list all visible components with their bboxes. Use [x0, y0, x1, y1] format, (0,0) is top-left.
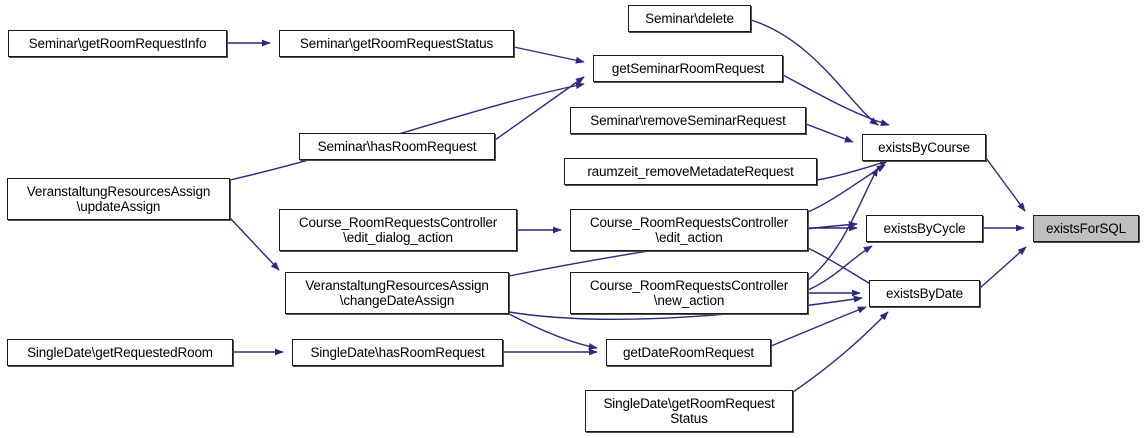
node-label: Seminar\getRoomRequestStatus	[299, 36, 494, 51]
node-crrc_new_action[interactable]: Course_RoomRequestsController \new_actio…	[570, 272, 808, 314]
node-label: Seminar\delete	[645, 11, 734, 26]
node-existsByCourse[interactable]: existsByCourse	[862, 134, 986, 161]
node-raumzeit_removeMetadateRequest[interactable]: raumzeit_removeMetadateRequest	[564, 158, 817, 185]
node-label: existsForSQL	[1046, 221, 1126, 236]
node-seminar_getRoomRequestInfo[interactable]: Seminar\getRoomRequestInfo	[8, 30, 227, 57]
node-crrc_edit_action[interactable]: Course_RoomRequestsController \edit_acti…	[570, 209, 808, 251]
node-label: VeranstaltungResourcesAssign \updateAssi…	[26, 184, 211, 214]
edge-raumzeit_removeMetadateRequest-to-existsByCourse	[816, 160, 889, 181]
node-label: SingleDate\hasRoomRequest	[310, 345, 485, 360]
node-existsByDate[interactable]: existsByDate	[869, 280, 980, 307]
node-singledate_hasRoomRequest[interactable]: SingleDate\hasRoomRequest	[292, 339, 503, 366]
node-label: Seminar\removeSeminarRequest	[590, 113, 786, 128]
node-label: Seminar\getRoomRequestInfo	[28, 36, 207, 51]
node-label: SingleDate\getRequestedRoom	[27, 345, 213, 360]
edge-existsByDate-to-existsForSQL	[979, 246, 1027, 289]
node-existsByCycle[interactable]: existsByCycle	[866, 215, 983, 242]
edge-crrc_edit_action-to-existsByDate	[807, 247, 879, 289]
node-crrc_edit_dialog_action[interactable]: Course_RoomRequestsController \edit_dial…	[279, 209, 517, 251]
node-veranstaltung_changeDateAssign[interactable]: VeranstaltungResourcesAssign \changeDate…	[285, 272, 509, 314]
node-label: getDateRoomRequest	[623, 345, 754, 360]
node-label: getSeminarRoomRequest	[611, 61, 765, 76]
edge-crrc_new_action-to-existsByCycle	[807, 245, 873, 291]
edge-veranstaltung_changeDateAssign-to-getDateRoomRequest	[508, 313, 598, 350]
node-getDateRoomRequest[interactable]: getDateRoomRequest	[606, 339, 771, 366]
edge-seminar_getRoomRequestStatus-to-getSeminarRoomRequest	[513, 46, 585, 64]
edge-singledate_getRoomRequestStatus-to-existsByDate	[792, 311, 889, 393]
node-veranstaltung_updateAssign[interactable]: VeranstaltungResourcesAssign \updateAssi…	[7, 178, 230, 220]
edge-existsByCourse-to-existsForSQL	[985, 157, 1026, 212]
node-singledate_getRoomRequestStatus[interactable]: SingleDate\getRoomRequest Status	[585, 390, 793, 432]
edge-veranstaltung_updateAssign-to-veranstaltung_changeDateAssign	[229, 217, 280, 271]
edge-crrc_edit_action-to-existsByCourse	[807, 164, 886, 213]
node-existsForSQL[interactable]: existsForSQL	[1033, 215, 1139, 242]
node-label: VeranstaltungResourcesAssign \changeDate…	[305, 278, 489, 308]
node-seminar_getRoomRequestStatus[interactable]: Seminar\getRoomRequestStatus	[279, 30, 514, 57]
node-label: existsByCourse	[878, 140, 970, 155]
node-getSeminarRoomRequest[interactable]: getSeminarRoomRequest	[593, 55, 783, 82]
node-label: Course_RoomRequestsController \edit_acti…	[589, 215, 789, 245]
node-label: SingleDate\getRoomRequest Status	[603, 396, 775, 426]
node-label: Course_RoomRequestsController \edit_dial…	[298, 215, 498, 245]
node-label: existsByCycle	[883, 221, 966, 236]
node-label: Course_RoomRequestsController \new_actio…	[589, 278, 789, 308]
node-seminar_removeSeminarRequest[interactable]: Seminar\removeSeminarRequest	[570, 107, 806, 134]
node-label: Seminar\hasRoomRequest	[317, 139, 477, 154]
node-seminar_hasRoomRequest[interactable]: Seminar\hasRoomRequest	[299, 133, 495, 160]
node-label: raumzeit_removeMetadateRequest	[587, 164, 794, 179]
edge-seminar_removeSeminarRequest-to-existsByCourse	[805, 123, 854, 143]
edge-veranstaltung_updateAssign-to-getSeminarRoomRequest	[229, 82, 585, 181]
node-seminar_delete[interactable]: Seminar\delete	[628, 5, 751, 32]
node-label: existsByDate	[886, 286, 963, 301]
node-singledate_getRequestedRoom[interactable]: SingleDate\getRequestedRoom	[7, 339, 233, 366]
